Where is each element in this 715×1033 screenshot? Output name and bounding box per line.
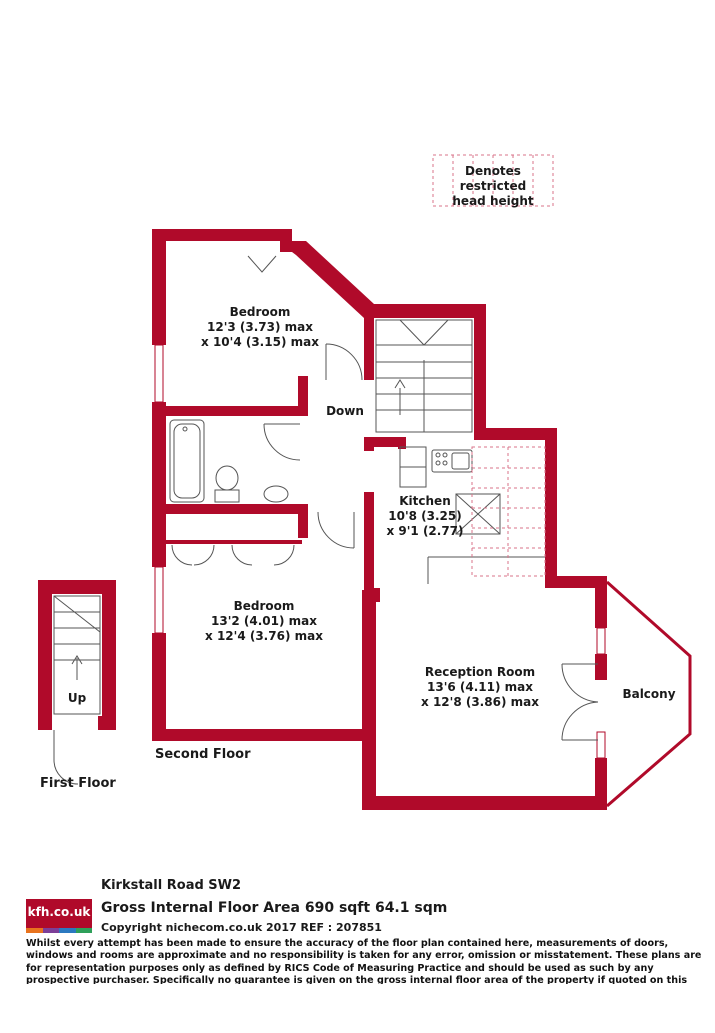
legend-line-1: Denotes restricted: [459, 164, 527, 193]
room-label-bedroom-1: Bedroom 12'3 (3.73) max x 10'4 (3.15) ma…: [201, 305, 319, 349]
room-label-kitchen: Kitchen 10'8 (3.25) x 9'1 (2.77): [386, 494, 464, 538]
copyright: Copyright nichecom.co.uk 2017 REF : 2078…: [101, 921, 382, 934]
restricted-legend-box: [432, 154, 554, 207]
floor-area: Gross Internal Floor Area 690 sqft 64.1 …: [101, 900, 448, 916]
logo-text: kfh.co.uk: [27, 905, 91, 919]
logo-stripe-green: [75, 928, 92, 933]
down-stair-label: Down: [326, 404, 364, 418]
windows: [154, 344, 606, 759]
logo-stripe-orange: [26, 928, 43, 933]
logo-stripe-blue: [59, 928, 76, 933]
second-floor-walls: [152, 229, 607, 810]
logo-color-bar: [26, 928, 92, 933]
disclaimer-text: Whilst every attempt has been made to en…: [26, 938, 702, 984]
first-floor-stairs: [53, 595, 101, 785]
first-floor-label: First Floor: [40, 776, 116, 791]
first-floor-walls: [38, 580, 116, 730]
second-floor-label: Second Floor: [155, 747, 251, 762]
legend-line-2: head height: [452, 194, 534, 208]
main-staircase: [375, 319, 473, 433]
logo-stripe-purple: [42, 928, 59, 933]
restricted-legend-label: Denotes restricted head height: [433, 164, 553, 209]
property-address: Kirkstall Road SW2: [101, 878, 242, 893]
kitchen-fixtures: [399, 446, 545, 584]
restricted-head-height-area: [471, 446, 546, 577]
balcony-label: Balcony: [622, 687, 676, 701]
room-label-reception: Reception Room 13'6 (4.11) max x 12'8 (3…: [421, 665, 539, 709]
bathroom-fixtures: [169, 419, 289, 503]
up-stair-label: Up: [67, 691, 87, 705]
balcony-outline: [606, 580, 692, 808]
room-label-bedroom-2: Bedroom 13'2 (4.01) max x 12'4 (3.76) ma…: [205, 599, 323, 643]
door-swings: [171, 255, 599, 741]
kfh-logo: kfh.co.uk: [26, 899, 92, 933]
